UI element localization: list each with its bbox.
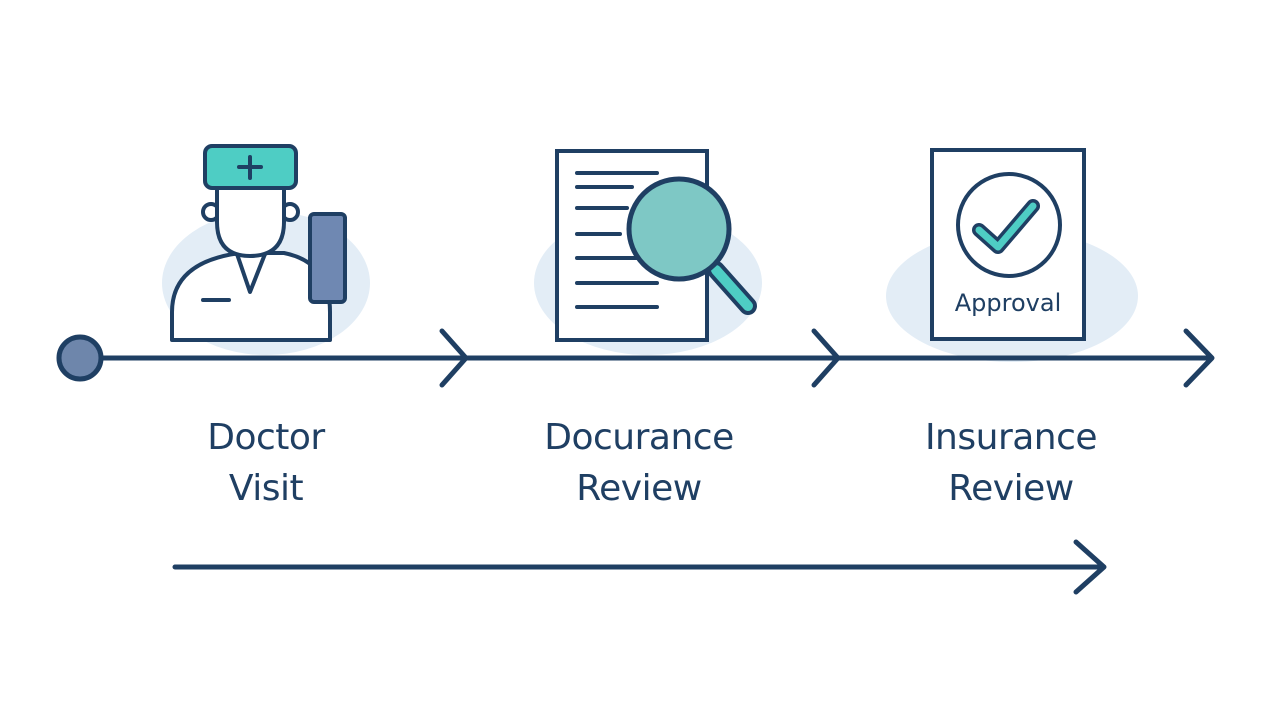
main-timeline	[56, 328, 1215, 388]
start-dot	[56, 334, 104, 382]
step-label-line2: Review	[576, 468, 702, 509]
approval-document-icon: Approval	[930, 148, 1086, 341]
step-label-line1: Insurance	[924, 417, 1098, 458]
step-label-docurance-review: Docurance Review	[489, 412, 789, 514]
bottom-arrow	[172, 539, 1107, 595]
document-magnifier-icon	[555, 149, 757, 342]
arrow-1-head	[439, 328, 469, 388]
approval-badge-text: Approval	[955, 289, 1062, 317]
step-label-line2: Review	[948, 468, 1074, 509]
step-label-doctor-visit: Doctor Visit	[116, 412, 416, 514]
doctor-icon	[170, 144, 347, 342]
step-label-line2: Visit	[228, 468, 304, 509]
step-label-line1: Doctor	[207, 417, 325, 458]
arrow-2-head	[811, 328, 841, 388]
step-label-insurance-review: Insurance Review	[861, 412, 1161, 514]
arrow-3-head	[1183, 328, 1215, 388]
step-label-line1: Docurance	[544, 417, 734, 458]
